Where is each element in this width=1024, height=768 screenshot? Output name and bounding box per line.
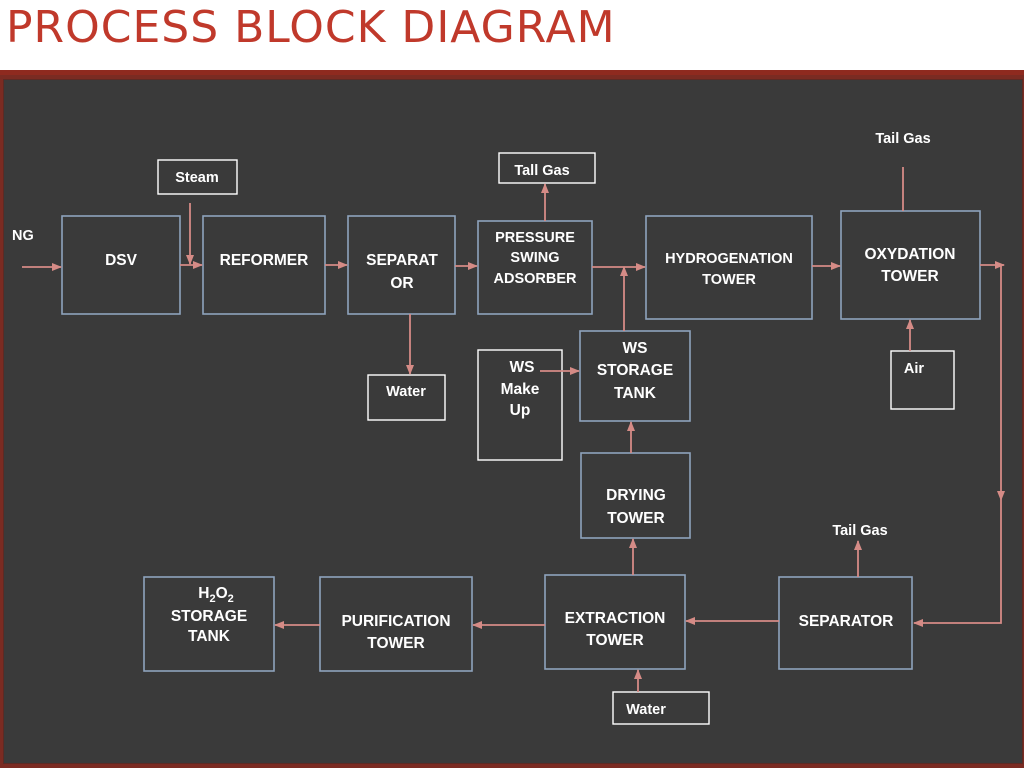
oxydation-tower-block — [840, 210, 981, 320]
tall-gas-label: Tall Gas — [514, 163, 569, 179]
ws-storage-label-line1: WS — [623, 340, 648, 357]
tail-gas-top-label: Tail Gas — [875, 131, 930, 147]
h2o2-label-line3: TANK — [188, 628, 231, 645]
psa-label-line2: SWING — [510, 250, 559, 266]
oxydation-label-line2: TOWER — [881, 268, 938, 285]
psa-label-line1: PRESSURE — [495, 230, 575, 246]
separator-2-block — [778, 576, 913, 670]
h2o2-label-line2: STORAGE — [171, 608, 247, 625]
hydrogenation-label-line1: HYDROGENATION — [665, 251, 793, 267]
downcomer-to-separator-arrow — [913, 500, 1002, 627]
air-label: Air — [904, 361, 925, 377]
hydrogenation-label-line2: TOWER — [702, 272, 756, 288]
drying-label-line1: DRYING — [606, 487, 666, 504]
water-feed-label: Water — [626, 702, 666, 718]
ws-storage-label-line3: TANK — [614, 385, 657, 402]
extraction-label-line2: TOWER — [586, 632, 643, 649]
ws-makeup-label-line1: WS — [510, 359, 535, 376]
tall-gas-stream-box — [498, 152, 596, 184]
page-title: PROCESS BLOCK DIAGRAM — [6, 2, 616, 53]
ws-storage-tank-block — [579, 330, 691, 422]
tail-gas-separator-label: Tail Gas — [832, 523, 887, 539]
oxydation-label-line1: OXYDATION — [865, 246, 956, 263]
purification-label-line1: PURIFICATION — [341, 613, 450, 630]
dsv-label: DSV — [105, 252, 138, 269]
extraction-label-line1: EXTRACTION — [565, 610, 666, 627]
ng-label: NG — [12, 228, 34, 244]
ws-storage-label-line2: STORAGE — [597, 362, 673, 379]
ws-makeup-label-line3: Up — [510, 402, 531, 419]
separator-block — [347, 215, 456, 315]
air-stream-box — [890, 350, 955, 410]
hydrogenation-tower-block — [645, 215, 813, 320]
separator-label-line2: OR — [390, 275, 413, 292]
h2o2-formula-label: H2O2 — [198, 585, 234, 605]
separator-label-line1: SEPARAT — [366, 252, 438, 269]
water-label: Water — [386, 384, 426, 400]
purification-label-line2: TOWER — [367, 635, 424, 652]
ws-makeup-box — [477, 349, 563, 461]
drying-label-line2: TOWER — [607, 510, 664, 527]
steam-stream-box — [157, 159, 238, 195]
water-feed-box — [612, 691, 710, 725]
reformer-label: REFORMER — [220, 252, 309, 269]
psa-label-line3: ADSORBER — [494, 271, 578, 287]
steam-label: Steam — [175, 170, 219, 186]
title-divider — [0, 70, 1024, 75]
ws-makeup-label-line2: Make — [501, 381, 540, 398]
water-stream-box — [367, 374, 446, 421]
separator-2-label: SEPARATOR — [799, 613, 894, 630]
